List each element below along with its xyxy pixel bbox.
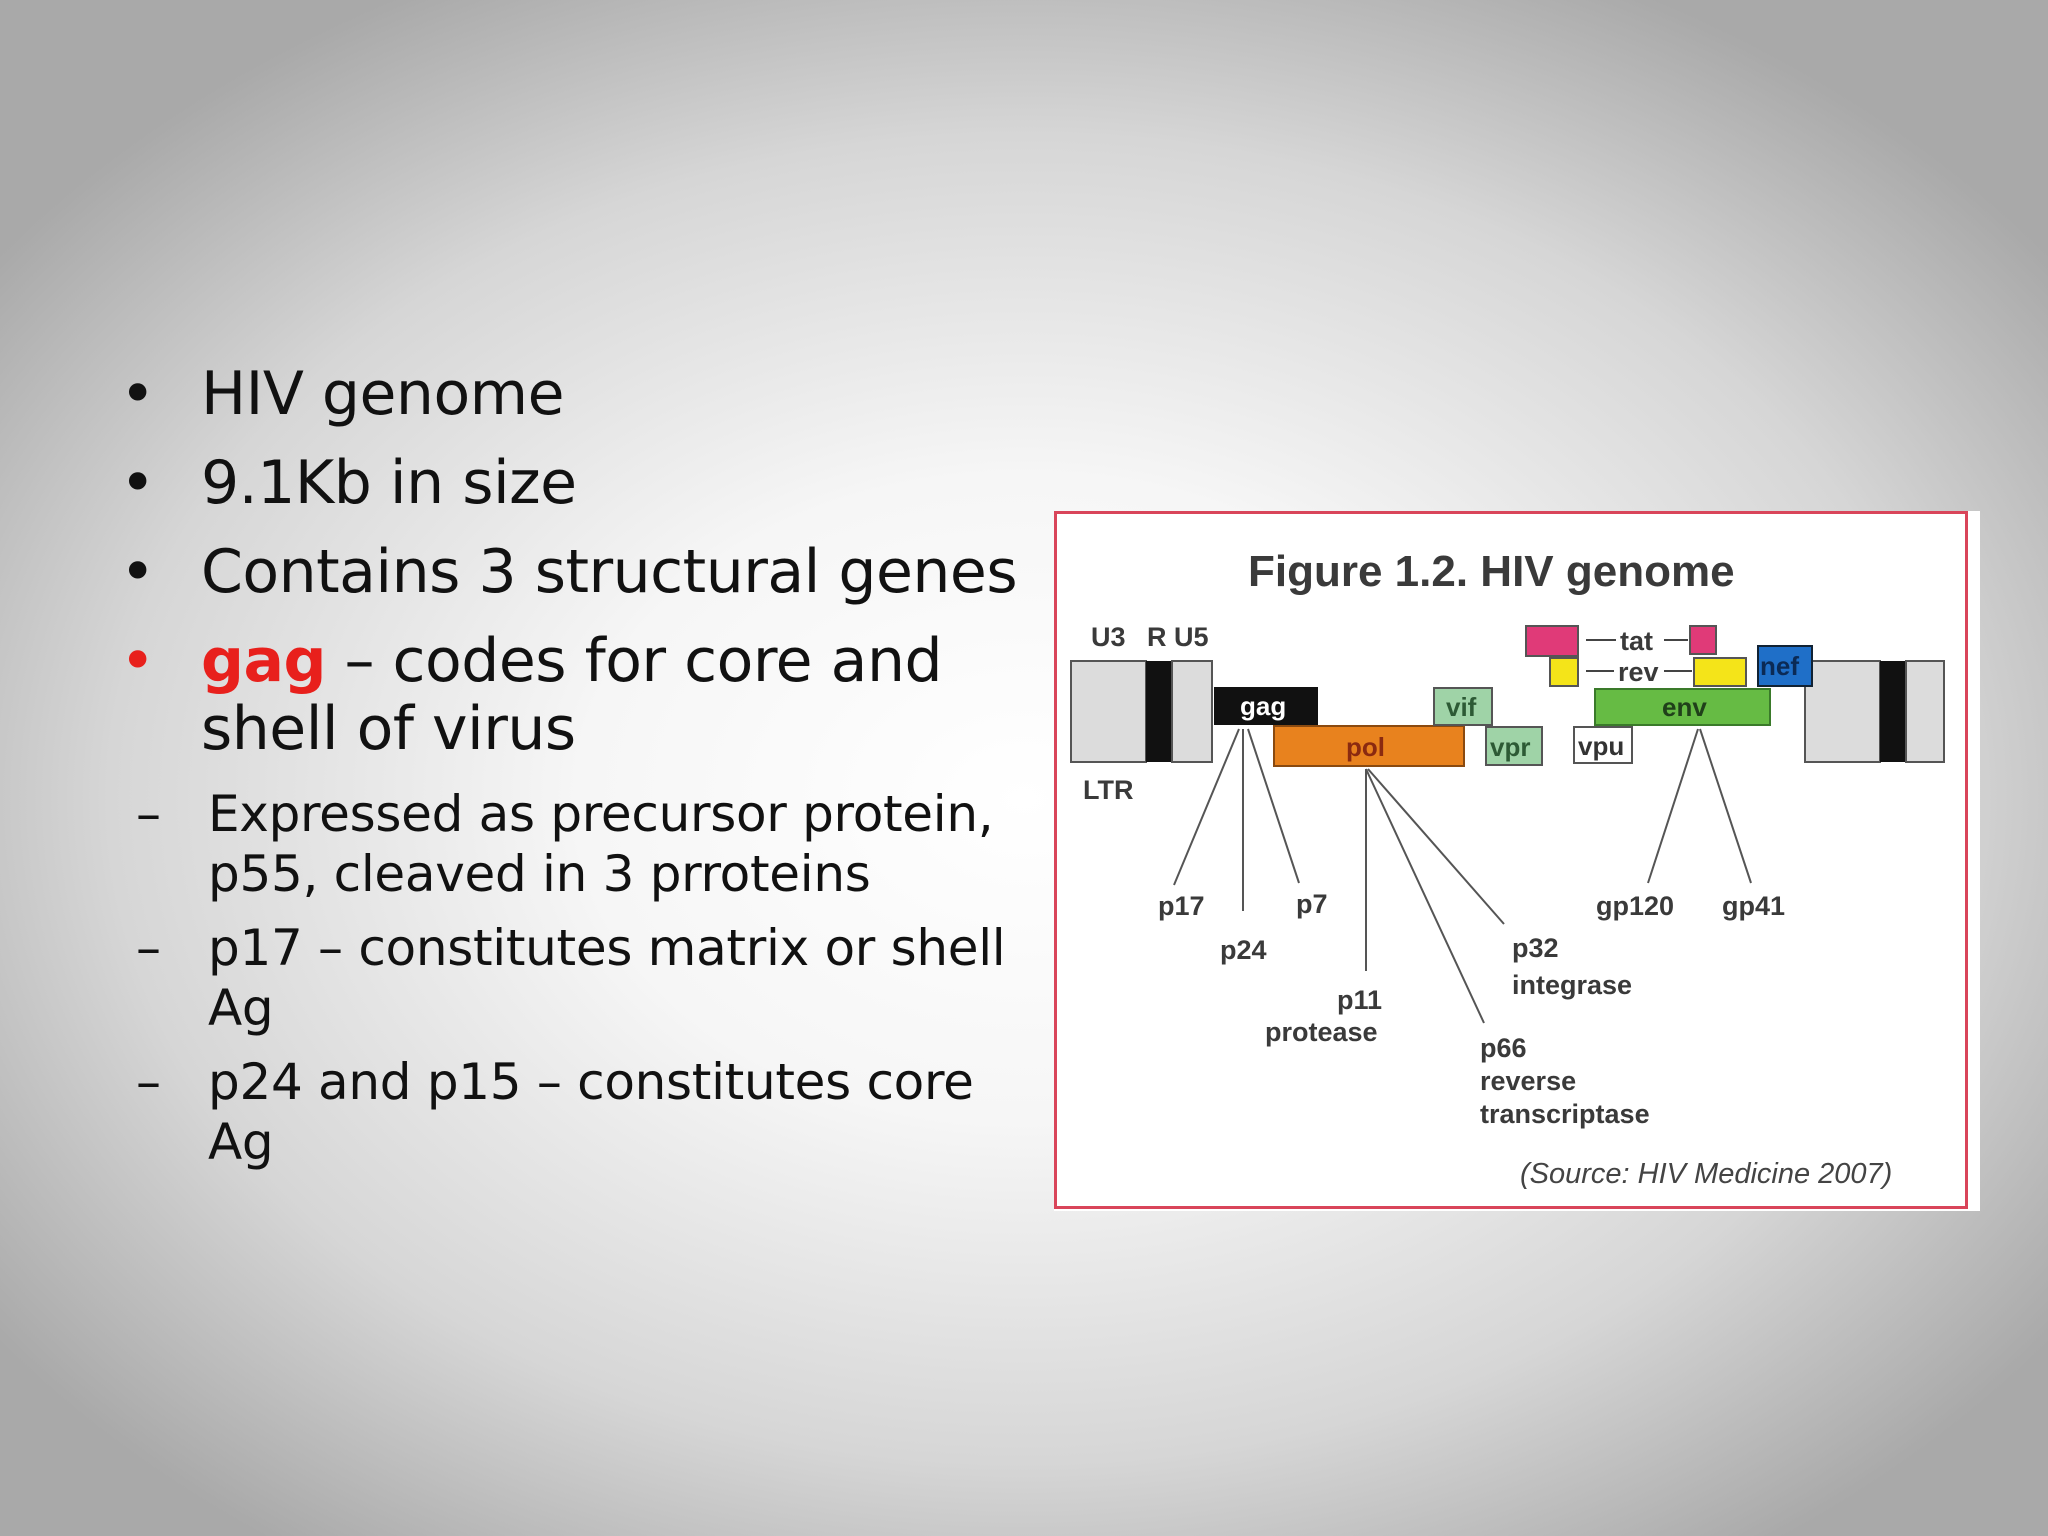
bullet-text: HIV genome [201, 359, 565, 429]
label-ltr: LTR [1083, 775, 1133, 805]
line-p7 [1247, 728, 1300, 884]
label-p7: p7 [1296, 889, 1328, 919]
gene-label-rev: rev [1618, 657, 1659, 687]
sub-bullet-list: – Expressed as precursor protein, p55, c… [118, 784, 1018, 1172]
ltr-left-r [1146, 661, 1172, 762]
gene-label-vpu: vpu [1578, 731, 1624, 761]
ltr-right-u5 [1905, 660, 1945, 763]
label-integrase: integrase [1512, 970, 1632, 1000]
gene-nef [1757, 645, 1813, 687]
gene-label-gag: gag [1240, 691, 1286, 721]
ltr-right-u3 [1804, 660, 1881, 763]
gene-label-vif: vif [1446, 692, 1477, 722]
label-r: R [1147, 622, 1167, 652]
gene-label-vpr: vpr [1490, 732, 1530, 762]
bullet-dot: • [120, 359, 155, 429]
bullet-hiv-genome: • HIV genome [118, 360, 1018, 428]
sub-bullet-dash: – [136, 785, 161, 843]
sub-bullet-text: p24 and p15 – constitutes core Ag [208, 1053, 974, 1171]
label-protease: protease [1265, 1017, 1378, 1047]
gene-vif [1433, 687, 1493, 726]
gene-vpu [1573, 726, 1633, 764]
line-p17 [1173, 728, 1240, 886]
gene-label-tat: tat [1620, 626, 1653, 656]
label-p11: p11 [1337, 985, 1382, 1015]
ltr-left-u5 [1171, 660, 1213, 763]
gene-label-env: env [1662, 692, 1707, 722]
bullet-structural-genes: • Contains 3 structural genes [118, 538, 1018, 606]
label-reverse: reverse [1480, 1066, 1576, 1096]
hiv-genome-figure: Figure 1.2. HIV genome U3 R U5 LTR gag p… [1054, 511, 1980, 1211]
bullet-gag: • gag – codes for core and shell of viru… [118, 627, 1018, 763]
genome-diagram: Figure 1.2. HIV genome U3 R U5 LTR gag p… [1070, 547, 1945, 1190]
bullet-dot: • [120, 537, 155, 607]
line-gp41 [1699, 728, 1752, 884]
bullet-dot: • [120, 626, 155, 696]
label-p17: p17 [1158, 891, 1205, 921]
gene-pol [1273, 725, 1465, 767]
exon-rev-1 [1549, 657, 1579, 687]
bullet-text: Contains 3 structural genes [201, 537, 1018, 607]
label-p32: p32 [1512, 933, 1559, 963]
sub-bullet-dash: – [136, 1053, 161, 1111]
bullet-text: – codes for core and shell of virus [201, 626, 943, 764]
sub-bullet-dash: – [136, 919, 161, 977]
label-gp41: gp41 [1722, 891, 1785, 921]
sub-bullet-p17: – p17 – constitutes matrix or shell Ag [35, 918, 1018, 1038]
bullet-text: 9.1Kb in size [201, 448, 577, 518]
figure-frame [1054, 511, 1968, 1209]
sub-bullet-precursor: – Expressed as precursor protein, p55, c… [35, 784, 1018, 904]
label-p24: p24 [1220, 935, 1267, 965]
label-gp120: gp120 [1596, 891, 1674, 921]
gene-label-pol: pol [1346, 732, 1385, 762]
ltr-left-u3 [1070, 660, 1147, 763]
exon-tat-2 [1689, 625, 1717, 655]
gene-label-nef: nef [1760, 651, 1799, 681]
sub-bullet-text: p17 – constitutes matrix or shell Ag [208, 919, 1006, 1037]
line-p32 [1367, 768, 1505, 925]
label-transcriptase: transcriptase [1480, 1099, 1650, 1129]
figure-source: (Source: HIV Medicine 2007) [1520, 1158, 1892, 1190]
bullet-list: • HIV genome • 9.1Kb in size • Contains … [118, 360, 1018, 1186]
gene-vpr [1485, 726, 1543, 766]
label-u3: U3 [1091, 622, 1126, 652]
label-u5: U5 [1174, 622, 1209, 652]
gene-env [1594, 688, 1771, 726]
line-gp120 [1647, 728, 1699, 884]
sub-bullet-p24: – p24 and p15 – constitutes core Ag [35, 1052, 1018, 1172]
ltr-right-r [1880, 661, 1906, 762]
sub-bullet-text: Expressed as precursor protein, p55, cle… [208, 785, 994, 903]
exon-tat-1 [1525, 625, 1579, 657]
line-p66 [1365, 768, 1485, 1024]
bullet-size: • 9.1Kb in size [118, 449, 1018, 517]
bullet-dot: • [120, 448, 155, 518]
bullet-highlight-gag: gag [201, 626, 326, 696]
gene-gag [1214, 687, 1318, 725]
figure-title: Figure 1.2. HIV genome [1248, 547, 1735, 596]
exon-rev-2 [1693, 657, 1747, 687]
label-p66: p66 [1480, 1033, 1527, 1063]
